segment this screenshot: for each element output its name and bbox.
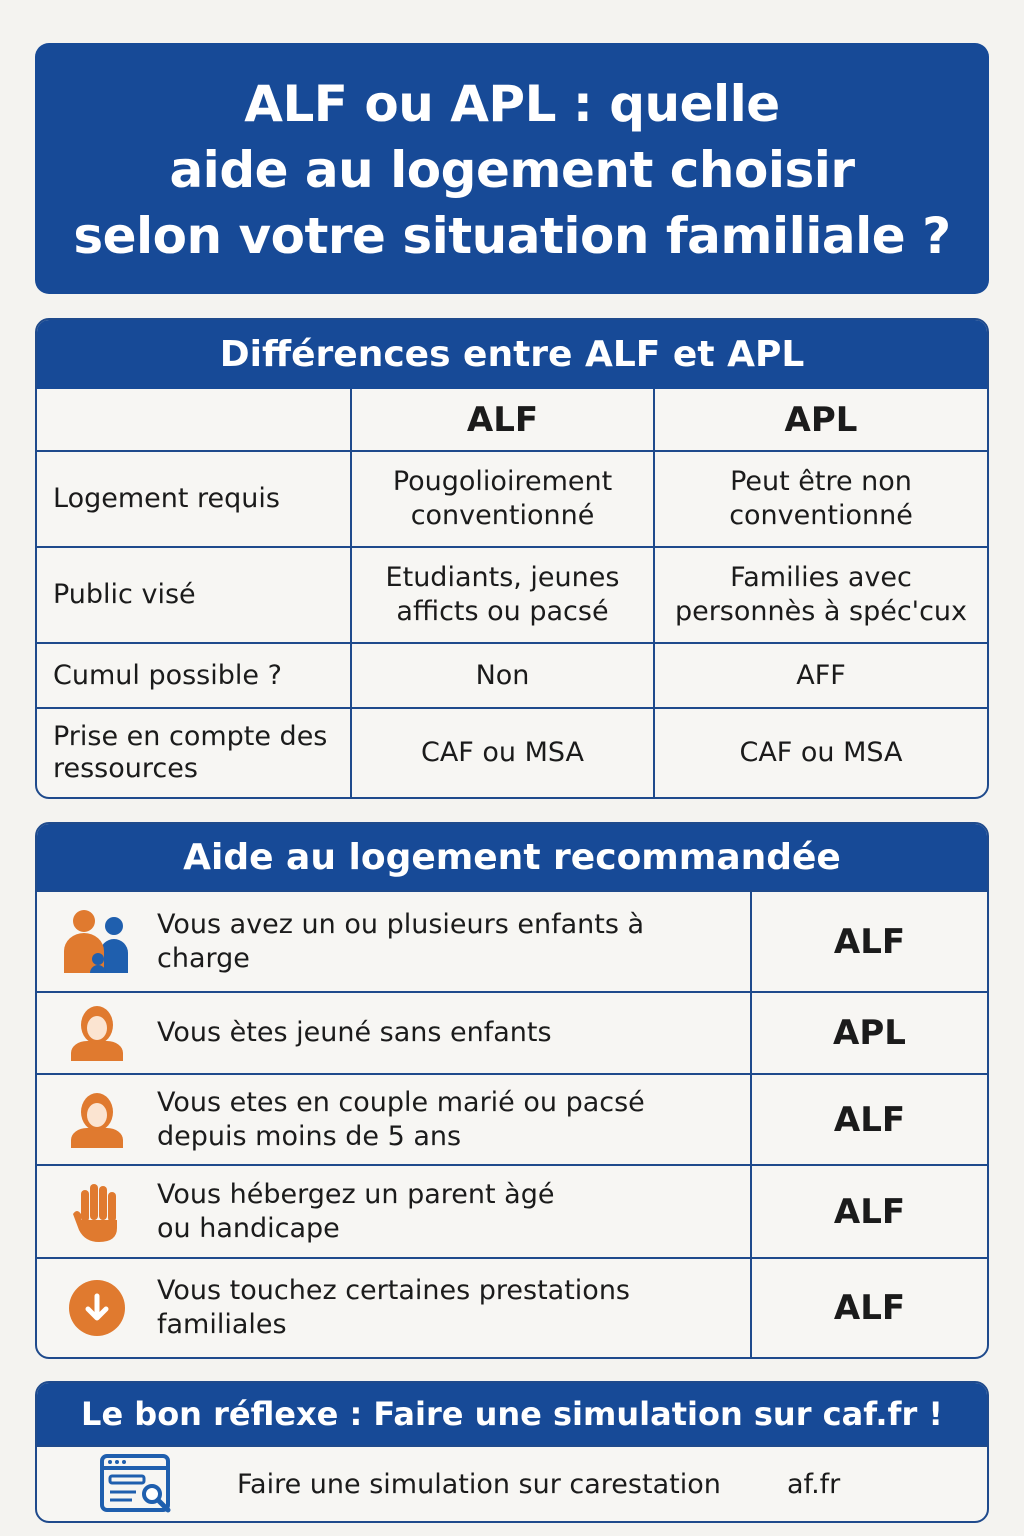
list-item-left: Vous ètes jeuné sans enfants	[37, 993, 752, 1073]
differences-table: ALF APL Logement requis Pougolioirement …	[37, 389, 987, 797]
list-item: Vous touchez certaines prestations famil…	[37, 1257, 987, 1357]
alf-cell: Non	[350, 642, 655, 709]
title-line-1: ALF ou APL : quelle	[244, 74, 780, 133]
table-row: Prise en compte des ressources CAF ou MS…	[37, 707, 987, 797]
list-item-left: Vous avez un ou plusieurs enfants à char…	[37, 892, 752, 991]
column-header-alf: ALF	[350, 389, 655, 452]
alf-cell: CAF ou MSA	[350, 707, 655, 797]
browser-search-icon	[100, 1454, 171, 1513]
aid-value: ALF	[833, 1099, 906, 1140]
arrow-down-circle-icon-wrap	[37, 1279, 157, 1337]
row-label: Public visé	[37, 546, 352, 644]
column-header-empty	[37, 389, 352, 452]
footer-card: Le bon réflexe : Faire une simulation su…	[35, 1381, 989, 1523]
row-label: Logement requis	[37, 450, 352, 548]
situation-text: Vous avez un ou plusieurs enfants à char…	[157, 908, 645, 974]
table-row: Cumul possible ? Non AFF	[37, 642, 987, 709]
apl-cell: AFF	[653, 642, 987, 709]
alf-cell: Pougolioirement conventionné	[350, 450, 655, 548]
person-icon-wrap	[37, 1003, 157, 1063]
aid-value: APL	[833, 1013, 906, 1053]
aid-value: ALF	[833, 921, 906, 962]
list-item-left: Vous hébergez un parent àgé ou handicape	[37, 1166, 752, 1257]
list-item-left: Vous etes en couple marié ou pacsé depui…	[37, 1075, 752, 1164]
hand-icon	[73, 1183, 117, 1242]
column-header-apl: APL	[653, 389, 987, 452]
footer-text: Faire une simulation sur carestation	[237, 1468, 721, 1500]
differences-header: Différences entre ALF et APL	[37, 320, 987, 389]
arrow-down-circle-icon	[69, 1280, 125, 1336]
title-banner: ALF ou APL : quelle aide au logement cho…	[35, 43, 989, 294]
situation-text: Vous hébergez un parent àgé ou handicape	[157, 1178, 555, 1244]
alf-cell: Etudiants, jeunes afficts ou pacsé	[350, 546, 655, 644]
table-row: Logement requis Pougolioirement conventi…	[37, 450, 987, 548]
row-label: Prise en compte des ressources	[37, 707, 352, 797]
family-icon	[64, 909, 128, 973]
aid-value: ALF	[833, 1288, 906, 1328]
person-icon	[71, 1092, 123, 1148]
list-item: Vous avez un ou plusieurs enfants à char…	[37, 890, 987, 991]
aid-value: ALF	[833, 1191, 906, 1232]
list-item: Vous ètes jeuné sans enfants APL	[37, 991, 987, 1073]
footer-header: Le bon réflexe : Faire une simulation su…	[37, 1383, 987, 1445]
table-row: Public visé Etudiants, jeunes afficts ou…	[37, 546, 987, 644]
apl-cell: Families avec personnès à spéc'cux	[653, 546, 987, 644]
title-line-2: aide au logement choisir	[169, 140, 855, 199]
situation-text: Vous etes en couple marié ou pacsé depui…	[157, 1086, 645, 1152]
differences-card: Différences entre ALF et APL ALF APL Log…	[35, 318, 989, 799]
situation-text: Vous touchez certaines prestations famil…	[157, 1275, 631, 1340]
list-item: Vous hébergez un parent àgé ou handicape…	[37, 1164, 987, 1257]
table-header-row: ALF APL	[37, 389, 987, 452]
row-label: Cumul possible ?	[37, 642, 352, 709]
list-item: Vous etes en couple marié ou pacsé depui…	[37, 1073, 987, 1164]
recommended-header: Aide au logement recommandée	[37, 824, 987, 890]
title-line-3: selon votre situation familiale ?	[73, 206, 951, 265]
browser-search-icon-wrap	[37, 1454, 237, 1514]
family-icon-wrap	[37, 907, 157, 977]
list-item-left: Vous touchez certaines prestations famil…	[37, 1259, 752, 1357]
apl-cell: CAF ou MSA	[653, 707, 987, 797]
recommended-card: Aide au logement recommandée Vous avez u…	[35, 822, 989, 1359]
caf-link[interactable]: af.fr	[787, 1468, 841, 1500]
person-icon	[71, 1006, 123, 1061]
apl-cell: Peut être non conventionné	[653, 450, 987, 548]
person-icon-wrap	[37, 1090, 157, 1150]
hand-icon-wrap	[37, 1180, 157, 1244]
situation-text: Vous ètes jeuné sans enfants	[157, 1017, 552, 1048]
footer-body: Faire une simulation sur carestation af.…	[37, 1445, 987, 1521]
